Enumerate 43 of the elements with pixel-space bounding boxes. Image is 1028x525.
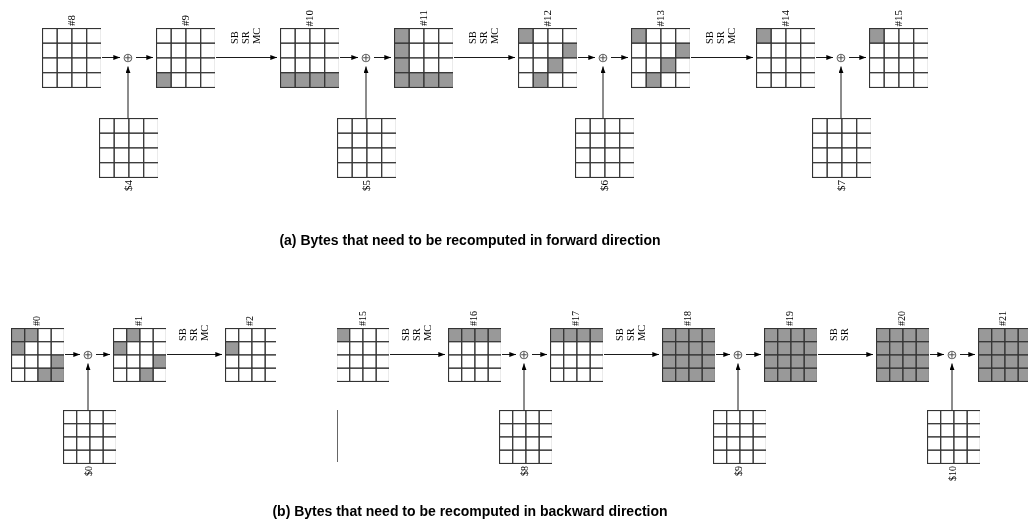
edge-label: SB SR [827, 326, 850, 341]
xor-symbol: ⊕ [360, 49, 372, 66]
key-label: $9 [734, 465, 744, 478]
key-label: $7 [835, 179, 847, 193]
xor-symbol: ⊕ [518, 346, 530, 363]
state-label: #19 [785, 310, 795, 328]
state-label: #20 [897, 310, 907, 328]
key-label: $6 [598, 179, 610, 193]
state-label: #15 [358, 310, 368, 328]
edge-label: SB SR MC [176, 323, 210, 341]
state-label: #10 [303, 8, 315, 28]
state-label: #18 [683, 310, 693, 328]
state-label: #14 [779, 8, 791, 28]
caption: (b) Bytes that need to be recomputed in backward direction [272, 503, 668, 519]
state-label: #11 [417, 8, 429, 28]
state-label: #8 [65, 14, 77, 28]
edge-label: SB SR MC [704, 26, 737, 44]
state-label: #13 [654, 8, 666, 28]
key-label: $4 [122, 179, 134, 193]
state-label: #21 [997, 310, 1008, 328]
xor-symbol: ⊕ [732, 346, 744, 363]
key-label: $10 [948, 465, 958, 483]
xor-symbol: ⊕ [122, 49, 134, 66]
state-label: #0 [32, 315, 42, 328]
xor-symbol: ⊕ [82, 346, 94, 363]
xor-symbol: ⊕ [835, 49, 847, 66]
edge-label: SB SR MC [466, 26, 500, 44]
state-label: #2 [245, 315, 255, 328]
state-label: #9 [179, 14, 191, 28]
edge-label: SB SR MC [613, 323, 647, 341]
key-label: $8 [520, 465, 530, 478]
caption: (a) Bytes that need to be recomputed in forward direction [279, 232, 661, 248]
xor-symbol: ⊕ [597, 49, 609, 66]
state-label: #16 [469, 310, 479, 328]
edge-label: SB SR MC [228, 26, 262, 44]
state-label: #15 [892, 8, 904, 28]
key-label: $5 [360, 179, 372, 193]
state-label: #1 [134, 315, 144, 328]
xor-symbol: ⊕ [946, 346, 958, 363]
key-label: $0 [84, 465, 94, 478]
state-label: #12 [541, 8, 553, 28]
state-label: #17 [571, 310, 581, 328]
edge-label: SB SR MC [399, 323, 433, 341]
